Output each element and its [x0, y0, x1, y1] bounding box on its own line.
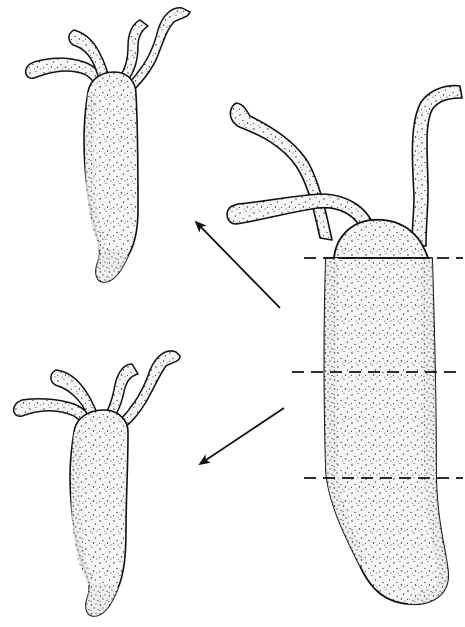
- arrow-to-upper: [196, 222, 280, 308]
- parent-tentacle-right: [412, 86, 462, 246]
- parent-tentacles: [227, 86, 462, 246]
- parent-tentacle-horizontal: [227, 194, 374, 230]
- lower-offspring-hydra: [14, 351, 180, 616]
- upper-offspring-hydra: [26, 8, 190, 282]
- arrow-to-lower: [200, 408, 284, 464]
- parent-hydra: [227, 86, 463, 605]
- lower-tentacle-4: [118, 351, 180, 428]
- arrows: [196, 222, 284, 464]
- upper-body-shading-bottom: [96, 249, 128, 282]
